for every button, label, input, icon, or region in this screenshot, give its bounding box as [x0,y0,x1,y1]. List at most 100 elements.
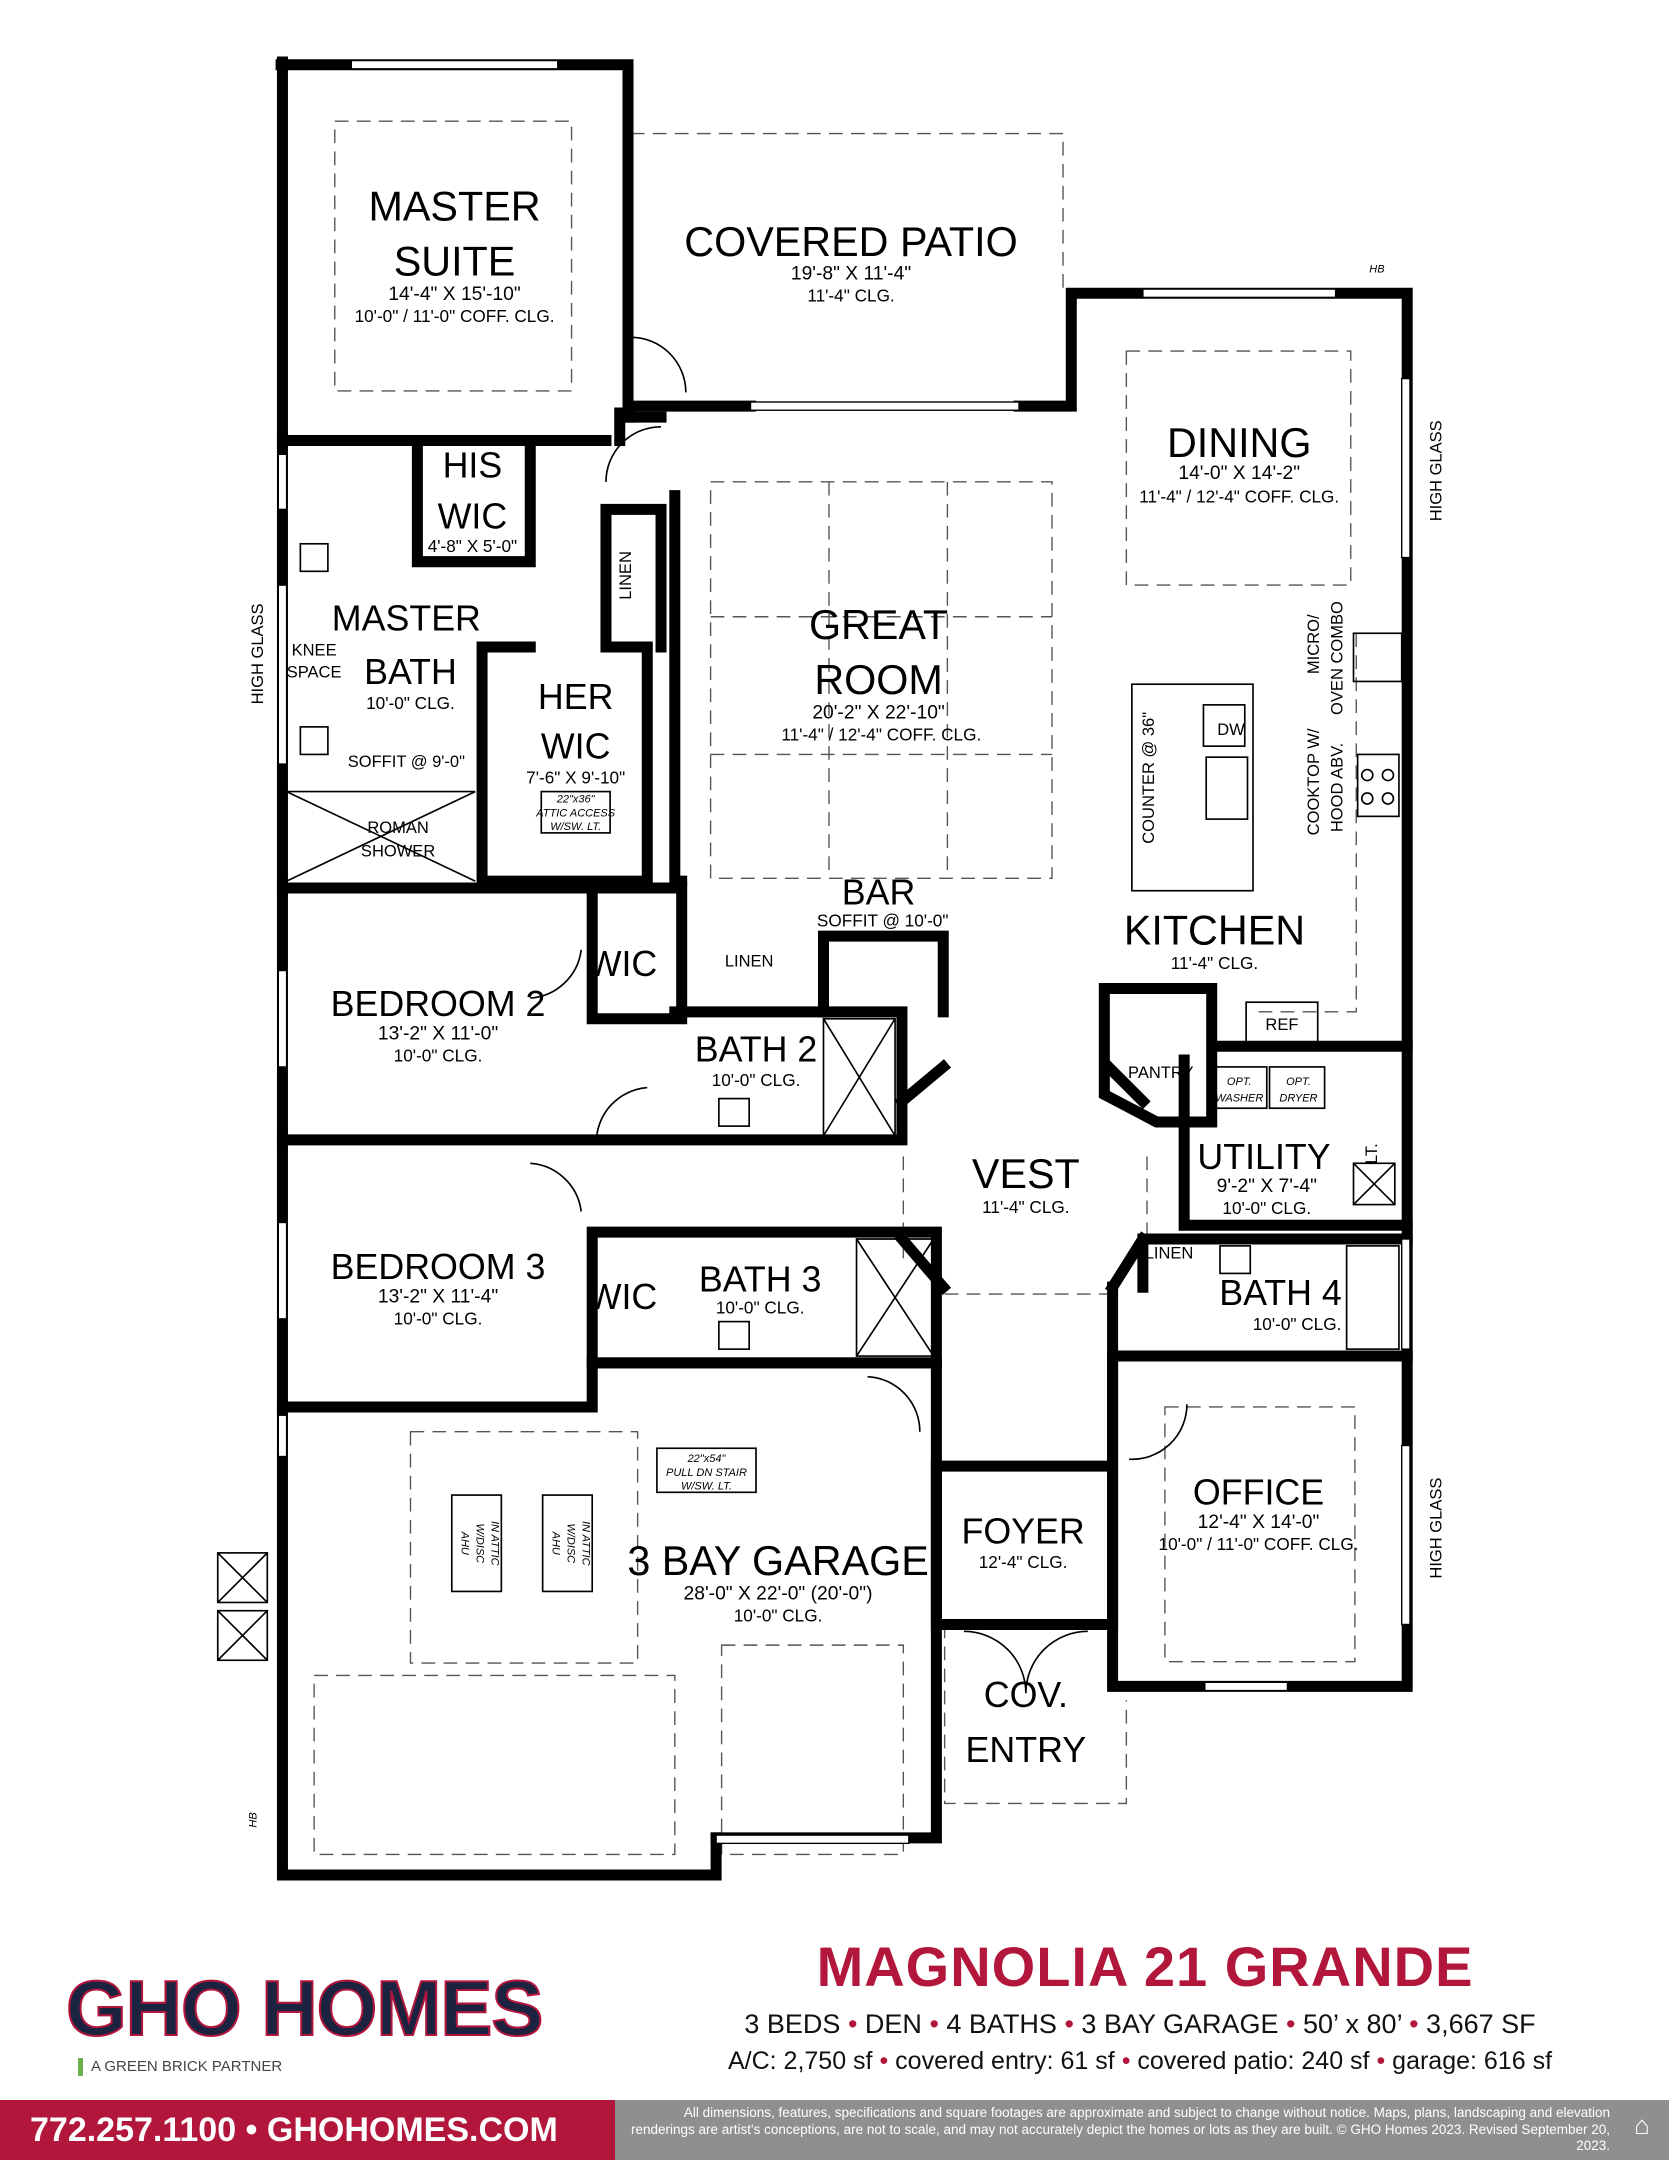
separator: • [1286,2009,1296,2039]
bedroom3-ceiling: 10'-0" CLG. [394,1308,483,1328]
ahu-label-1: AHU [458,1531,470,1555]
utility-ceiling: 10'-0" CLG. [1222,1198,1311,1218]
bath4-ceiling: 10'-0" CLG. [1253,1314,1342,1334]
area-covered-patio: covered patio: 240 sf [1137,2047,1370,2075]
pull-down-stair-label-2: PULL DN STAIR [666,1467,747,1479]
separator: • [929,2009,939,2039]
bath3-label: BATH 3 [699,1259,822,1299]
dishwasher-label: DW [1217,720,1245,739]
great-room-dims: 20'-2" X 22'-10" [812,703,945,724]
micro-oven-label: MICRO/ [1304,614,1323,674]
hose-bib-label-2: HB [247,1812,259,1827]
dryer-label-2: DRYER [1279,1092,1317,1104]
garage-dims: 28'-0" X 22'-0" (20'-0") [684,1584,873,1605]
kitchen-ceiling: 11'-4" CLG. [1171,953,1258,973]
foyer-label: FOYER [961,1511,1084,1551]
equal-housing-icon: ⌂ [1634,2110,1650,2140]
foyer-ceiling: 12'-4" CLG. [979,1552,1068,1572]
dashed-outlines [313,120,1357,1856]
separator: • [1064,2009,1074,2039]
her-wic-label: HER [538,677,614,717]
master-suite-dims: 14'-4" X 15'-10" [388,284,521,305]
great-room-ceiling: 11'-4" / 12'-4" COFF. CLG. [781,725,981,745]
pull-down-stair-label: 22"x54" [687,1453,727,1465]
linen-bath4-label: LINEN [1145,1243,1194,1262]
master-bath-label: MASTER [332,599,481,639]
spec-lot: 50’ x 80’ [1303,2009,1402,2039]
spec-den: DEN [864,2009,922,2039]
spec-beds: 3 BEDS [744,2009,841,2039]
master-suite-label-2: SUITE [394,238,516,284]
disclaimer-text: All dimensions, features, specifications… [630,2105,1610,2153]
office-label: OFFICE [1193,1473,1324,1513]
separator: • [879,2047,889,2075]
roman-shower-label: ROMAN [367,818,428,837]
bedroom3-wic-label: WIC [588,1277,658,1317]
spec-total-sf: 3,667 SF [1426,2009,1536,2039]
micro-oven-label-2: OVEN COMBO [1327,601,1346,715]
her-wic-label-2: WIC [541,727,611,767]
ahu-label-2b: W/DISC [564,1523,576,1563]
bedroom2-wic-label: WIC [588,944,658,984]
area-ac: A/C: 2,750 sf [727,2047,873,2075]
bedroom2-label: BEDROOM 2 [331,984,546,1024]
fixtures [216,336,1403,1694]
cov-entry-label-2: ENTRY [966,1730,1087,1770]
walls [275,56,1413,1881]
bar-soffit: SOFFIT @ 10'-0" [817,911,949,931]
hose-bib-label: HB [1369,264,1384,276]
knee-space-label: KNEE [292,640,337,659]
utility-dims: 9'-2" X 7'-4" [1217,1176,1317,1197]
bedroom3-label: BEDROOM 3 [331,1247,546,1287]
utility-light-label: LT. [1362,1143,1381,1164]
washer-label-2: WASHER [1215,1092,1263,1104]
separator: • [1121,2047,1131,2075]
attic-access-label-3: W/SW. LT. [550,821,601,833]
dining-ceiling: 11'-4" / 12'-4" COFF. CLG. [1139,486,1339,506]
bath3-ceiling: 10'-0" CLG. [716,1297,805,1317]
covered-patio-ceiling: 11'-4" CLG. [807,285,894,305]
attic-access-label: 22"x36" [556,794,596,806]
vest-ceiling: 11'-4" CLG. [982,1197,1069,1217]
utility-label: UTILITY [1197,1137,1330,1177]
bedroom2-dims: 13'-2" X 11'-0" [378,1023,498,1044]
ahu-label-1b: W/DISC [474,1523,486,1563]
separator: • [1376,2047,1386,2075]
great-room-label-2: ROOM [814,657,942,703]
roman-shower-label-2: SHOWER [361,841,435,860]
his-wic-dims: 4'-8" X 5'-0" [428,536,517,556]
refrigerator-label: REF [1265,1015,1298,1034]
attic-access-label-2: ATTIC ACCESS [535,807,616,819]
ahu-label-2c: IN ATTIC [580,1521,592,1566]
pull-down-stair-label-3: W/SW. LT. [681,1481,732,1493]
master-bath-ceiling: 10'-0" CLG. [366,693,455,713]
ahu-label-2: AHU [549,1531,561,1555]
high-glass-label-office: HIGH GLASS [1427,1478,1446,1579]
separator: • [847,2009,858,2039]
master-suite-ceiling: 10'-0" / 11'-0" COFF. CLG. [355,306,555,326]
garage-label: 3 BAY GARAGE [627,1538,928,1584]
spec-garage: 3 BAY GARAGE [1081,2009,1279,2039]
plan-title: MAGNOLIA 21 GRANDE [816,1935,1474,1998]
bath4-label: BATH 4 [1219,1273,1342,1313]
high-glass-label-master: HIGH GLASS [248,603,267,704]
great-room-label: GREAT [809,602,948,648]
cooktop-label-2: HOOD ABV. [1327,743,1346,832]
partner-tagline: A GREEN BRICK PARTNER [78,2058,282,2076]
linen-hall-label: LINEN [725,951,774,970]
dining-label: DINING [1167,420,1312,466]
bedroom2-ceiling: 10'-0" CLG. [394,1045,483,1065]
soffit-label: SOFFIT @ 9'-0" [348,752,465,771]
pantry-label: PANTRY [1128,1063,1193,1082]
bedroom3-dims: 13'-2" X 11'-4" [378,1286,498,1307]
gho-homes-logo: GHO HOMES [65,1964,544,2052]
office-ceiling: 10'-0" / 11'-0" COFF. CLG. [1159,1534,1359,1554]
master-suite-label: MASTER [368,183,540,229]
high-glass-label-dining: HIGH GLASS [1427,420,1446,521]
windows [277,59,1411,1845]
cooktop-label: COOKTOP W/ [1304,728,1323,835]
contact-bar: 772.257.1100 • GHOHOMES.COM [0,2100,615,2160]
plan-areas: A/C: 2,750 sf • covered entry: 61 sf • c… [620,2046,1660,2076]
